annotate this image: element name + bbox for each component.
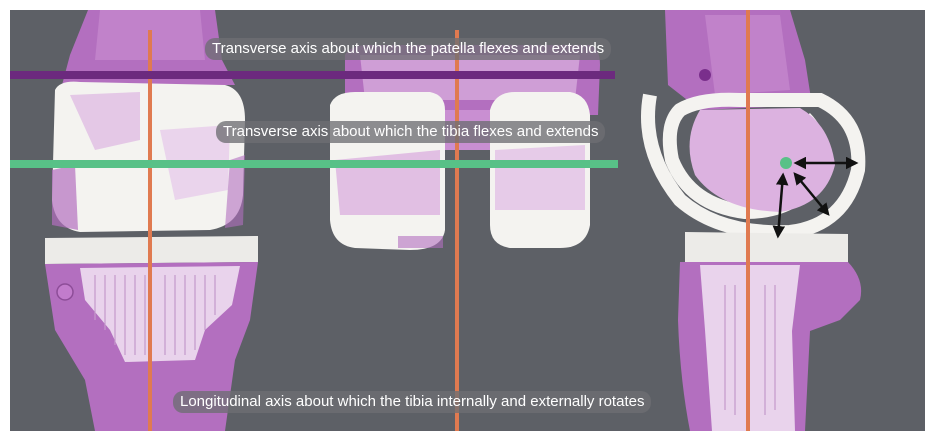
label-tibia-transverse-axis: Transverse axis about which the tibia fl… — [216, 121, 605, 143]
medial-condyle-tint — [335, 150, 440, 215]
flexion-center-point — [780, 157, 792, 169]
lateral-condyle-tint — [495, 145, 585, 210]
tibia-transverse-axis — [10, 160, 618, 168]
medial-condyle-base — [398, 236, 443, 248]
label-patella-axis: Transverse axis about which the patella … — [205, 38, 611, 60]
tibial-insert-lateral — [685, 232, 848, 262]
femur-side-left — [52, 165, 78, 230]
fixation-peg-marker — [57, 284, 73, 300]
label-longitudinal-axis: Longitudinal axis about which the tibia … — [173, 391, 651, 413]
patella-transverse-axis — [10, 71, 615, 79]
patella-marker — [699, 69, 711, 81]
